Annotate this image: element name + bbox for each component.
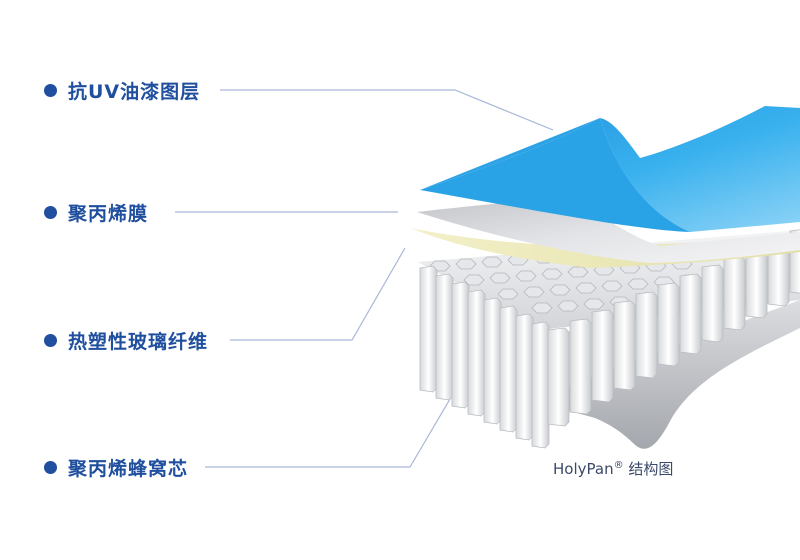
bottom-skin	[530, 300, 800, 449]
honeycomb-wall	[723, 255, 746, 331]
label-uv-coating: 抗UV油漆图层	[44, 78, 201, 103]
honeycomb-wall	[531, 321, 550, 449]
label-glass-fiber-text: 热塑性玻璃纤维	[68, 330, 209, 353]
label-uv-coating-text: 抗UV油漆图层	[68, 80, 201, 103]
registered-mark: ®	[613, 460, 624, 471]
honeycomb-cell	[489, 272, 511, 284]
uv-coating-curl	[420, 118, 690, 232]
honeycomb-cell	[601, 280, 623, 292]
honeycomb-wall	[613, 300, 636, 391]
caption-suffix: 结构图	[623, 460, 674, 478]
honeycomb-cell	[557, 300, 579, 312]
label-glass-fiber: 热塑性玻璃纤维	[44, 328, 209, 353]
honeycomb-wall	[435, 273, 454, 401]
honeycomb-wall	[591, 309, 614, 403]
label-pp-film-text: 聚丙烯膜	[68, 202, 149, 225]
uv-coating-layer	[420, 106, 800, 232]
honeycomb-cell	[549, 284, 571, 296]
honeycomb-wall	[569, 318, 592, 415]
caption-brand: HolyPan	[553, 460, 614, 478]
honeycomb-wall	[483, 297, 502, 425]
honeycomb-cell	[583, 298, 605, 310]
leader-line-uv-coating	[220, 89, 554, 131]
honeycomb-cell	[531, 302, 553, 314]
honeycomb-wall	[499, 305, 518, 433]
bullet-icon	[44, 460, 57, 474]
honeycomb-wall	[547, 327, 570, 427]
honeycomb-wall	[467, 289, 486, 417]
label-pp-film: 聚丙烯膜	[44, 200, 149, 225]
honeycomb-cell	[515, 270, 537, 282]
honeycomb-cell	[463, 274, 485, 286]
honeycomb-cell	[497, 288, 519, 300]
honeycomb-cell	[575, 282, 597, 294]
honeycomb-core-walls	[419, 229, 800, 449]
label-honeycomb-core-text: 聚丙烯蜂窝芯	[68, 457, 189, 480]
label-honeycomb-core: 聚丙烯蜂窝芯	[44, 455, 189, 480]
honeycomb-wall	[679, 273, 702, 355]
leader-line-glass-fiber	[230, 247, 406, 341]
bullet-icon	[44, 333, 57, 347]
honeycomb-wall	[701, 264, 724, 343]
polypropylene-film-layer	[417, 197, 800, 263]
honeycomb-wall	[635, 291, 658, 379]
honeycomb-wall	[451, 281, 470, 409]
honeycomb-cell	[523, 286, 545, 298]
bullet-icon	[44, 205, 57, 219]
honeycomb-wall	[419, 265, 438, 393]
diagram-caption: HolyPan® 结构图	[553, 458, 673, 479]
bullet-icon	[44, 83, 57, 97]
honeycomb-cell	[455, 258, 477, 270]
honeycomb-wall	[515, 313, 534, 441]
honeycomb-cell	[481, 256, 503, 268]
honeycomb-cell	[627, 278, 649, 290]
honeycomb-cell	[541, 268, 563, 280]
honeycomb-wall	[657, 282, 680, 367]
honeycomb-wall	[745, 246, 768, 319]
honeycomb-cell	[567, 266, 589, 278]
